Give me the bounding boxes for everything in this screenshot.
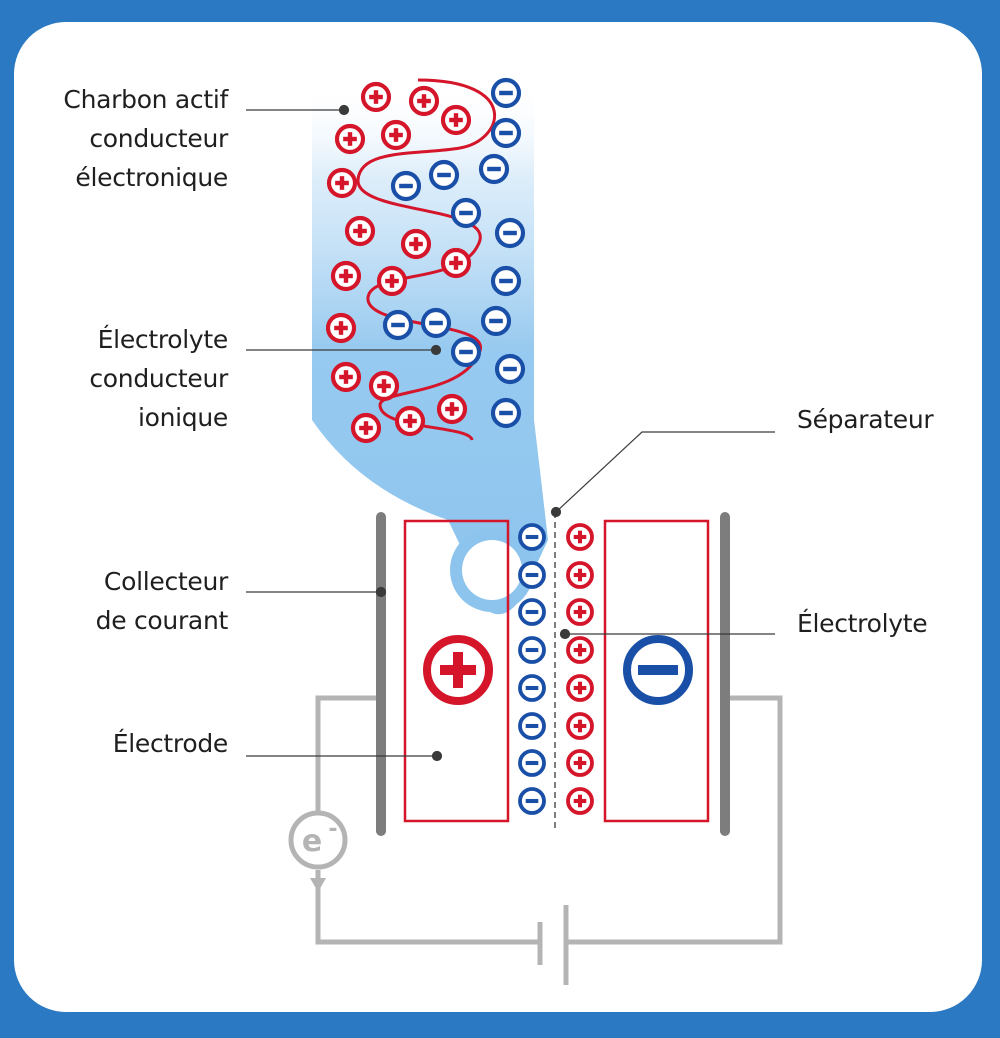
label-line: Charbon actif — [63, 85, 228, 114]
large-minus-circle-icon — [623, 635, 693, 705]
label-charbon-actif: Charbon actif conducteur électronique — [63, 80, 228, 197]
cation-icon — [368, 370, 400, 402]
anion-icon — [490, 117, 522, 149]
electron-label: e — [302, 824, 322, 859]
cation-icon — [334, 123, 366, 155]
external-circuit — [315, 695, 783, 985]
anion-icon — [428, 159, 460, 191]
label-line: électronique — [75, 163, 228, 192]
anion-icon — [420, 307, 452, 339]
cation-icon — [326, 167, 358, 199]
anion-icon — [494, 217, 526, 249]
electron-symbol: e - — [288, 810, 348, 870]
cation-icon — [350, 412, 382, 444]
anion-icon — [382, 309, 414, 341]
leader-electrolyte-ionique-dot — [430, 344, 442, 356]
circuit-wire-right — [566, 695, 783, 945]
negative-electrode — [603, 519, 710, 823]
electron-superscript: - — [328, 817, 337, 842]
electrolyte-glow-shape — [312, 80, 548, 615]
anion-icon — [490, 265, 522, 297]
anion-icon — [518, 598, 546, 626]
cation-icon — [360, 81, 392, 113]
cation-icon — [566, 598, 594, 626]
anion-icon — [490, 397, 522, 429]
electron-circle-icon — [288, 810, 348, 870]
leader-separateur — [555, 431, 775, 513]
anion-icon — [390, 170, 422, 202]
label-line: conducteur — [89, 124, 228, 153]
cation-icon — [400, 228, 432, 260]
label-line: Électrolyte — [797, 609, 928, 638]
anion-icon — [518, 636, 546, 664]
anion-icon — [518, 712, 546, 740]
leader-lines — [246, 104, 775, 762]
anion-icon — [518, 787, 546, 815]
cation-icon — [566, 712, 594, 740]
label-line: Électrode — [112, 729, 229, 758]
cation-icon — [566, 674, 594, 702]
anion-icon — [480, 305, 512, 337]
label-electrolyte-conducteur-ionique: Électrolyte conducteur ionique — [89, 320, 228, 437]
cation-icon — [566, 523, 594, 551]
anion-icon — [478, 153, 510, 185]
anion-icon — [450, 197, 482, 229]
anion-icon — [490, 77, 522, 109]
cation-icon — [566, 561, 594, 589]
electron-flow-arrow-icon — [310, 878, 326, 892]
cation-icon — [394, 405, 426, 437]
cation-icon — [566, 787, 594, 815]
anion-icon — [450, 336, 482, 368]
cation-icon — [566, 636, 594, 664]
leader-electrolyte-dot — [559, 628, 571, 640]
circuit-wire-left — [315, 695, 376, 820]
circuit-wire-left-lower — [315, 870, 540, 945]
label-line: Collecteur — [103, 567, 228, 596]
cation-icon — [344, 215, 376, 247]
cation-icon — [330, 361, 362, 393]
negative-electrode-box — [603, 519, 710, 823]
ions-layer — [325, 77, 594, 815]
cation-icon — [436, 393, 468, 425]
label-electrode: Électrode — [112, 724, 229, 763]
anion-icon — [518, 674, 546, 702]
label-line: conducteur — [89, 364, 228, 393]
electrolyte-zoom-hole — [462, 540, 522, 600]
cation-icon — [380, 119, 412, 151]
anion-icon — [518, 523, 546, 551]
label-line: de courant — [95, 606, 229, 635]
cation-icon — [566, 749, 594, 777]
current-collector-left — [376, 512, 386, 836]
positive-electrode — [403, 519, 510, 823]
label-line: Électrolyte — [97, 325, 229, 354]
anion-icon — [518, 561, 546, 589]
positive-electrode-box — [403, 519, 510, 823]
carbon-wave-line — [356, 78, 497, 441]
cation-icon — [325, 312, 357, 344]
cation-icon — [408, 85, 440, 117]
label-separateur: Séparateur — [797, 400, 934, 439]
label-collecteur-de-courant: Collecteur de courant — [95, 562, 229, 640]
large-plus-circle-icon — [423, 635, 493, 705]
anion-icon — [494, 353, 526, 385]
current-collector-right — [720, 512, 730, 836]
cation-icon — [440, 247, 472, 279]
label-electrolyte: Électrolyte — [797, 604, 928, 643]
activated-carbon-wave — [356, 78, 497, 441]
electrolyte-zoom-region — [312, 80, 548, 615]
label-line: Séparateur — [797, 405, 934, 434]
cation-icon — [376, 265, 408, 297]
leader-collecteur-dot — [375, 586, 387, 598]
leader-charbon-dot — [338, 104, 350, 116]
leader-separateur-dot — [550, 506, 562, 518]
cation-icon — [440, 104, 472, 136]
anion-icon — [518, 749, 546, 777]
label-line: ionique — [137, 403, 228, 432]
cation-icon — [330, 260, 362, 292]
leader-electrode-dot — [431, 750, 443, 762]
